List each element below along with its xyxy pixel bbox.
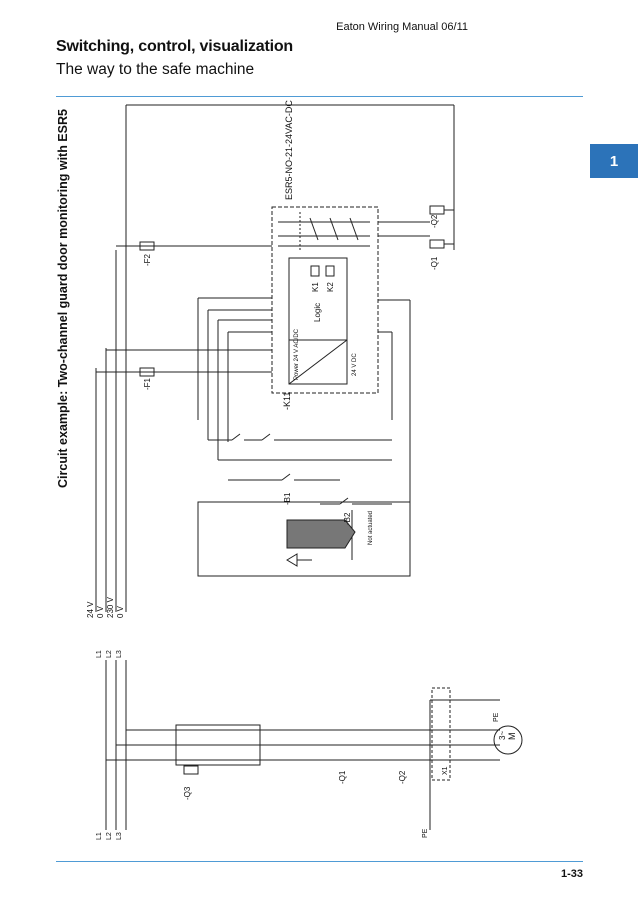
mains-l1-top: L1 <box>96 650 103 658</box>
breaker-q3-label: -Q3 <box>183 786 192 800</box>
page-subtitle: The way to the safe machine <box>56 61 255 78</box>
mains-l2-top: L2 <box>106 650 113 658</box>
supply-label-24v: 24 V <box>86 601 95 618</box>
chapter-tab[interactable]: 1 <box>590 144 638 178</box>
page-title: Switching, control, visualization <box>56 38 293 55</box>
mains-l1-bottom: L1 <box>96 832 103 840</box>
mains-l3-bottom: L3 <box>116 832 123 840</box>
pe-label: PE <box>422 828 429 838</box>
logic-label: Logic <box>313 303 322 322</box>
supply-label-0v: 0 V <box>96 605 105 618</box>
supply-label-230v: 230 V <box>106 596 115 618</box>
dc-label: 24 V DC <box>352 353 358 376</box>
fuse-f1-label: -F1 <box>143 377 152 390</box>
relay-type-label: ESR5-NO-21-24VAC-DC <box>284 100 294 200</box>
page-number: 1-33 <box>560 868 583 880</box>
motor-phase-label: 3~ <box>498 731 507 740</box>
manual-header: Eaton Wiring Manual 06/11 <box>336 21 468 33</box>
x1-label: X1 <box>442 766 449 775</box>
b2-label: -B2 <box>343 512 352 525</box>
not-actuated-label: Not actuated <box>368 511 374 545</box>
motor-pe-label: PE <box>493 712 500 722</box>
footer-rule <box>56 861 583 862</box>
relay-tag: -K11 <box>282 392 292 410</box>
fuse-f2-label: -F2 <box>143 253 152 266</box>
mains-l2-bottom: L2 <box>106 832 113 840</box>
main-q2-label: -Q2 <box>398 770 407 784</box>
b1-label: -B1 <box>283 492 292 505</box>
k1-label: K1 <box>311 282 320 292</box>
q1-label: -Q1 <box>430 256 439 270</box>
motor-label: M <box>507 733 517 741</box>
q2-label: -Q2 <box>430 214 439 228</box>
main-q1-label: -Q1 <box>338 770 347 784</box>
supply-label-0v-2: 0 V <box>116 605 125 618</box>
header-rule <box>56 96 583 97</box>
mains-l3-top: L3 <box>116 650 123 658</box>
k2-label: K2 <box>326 282 335 292</box>
power-label: Power 24 V AC/DC <box>294 328 300 380</box>
